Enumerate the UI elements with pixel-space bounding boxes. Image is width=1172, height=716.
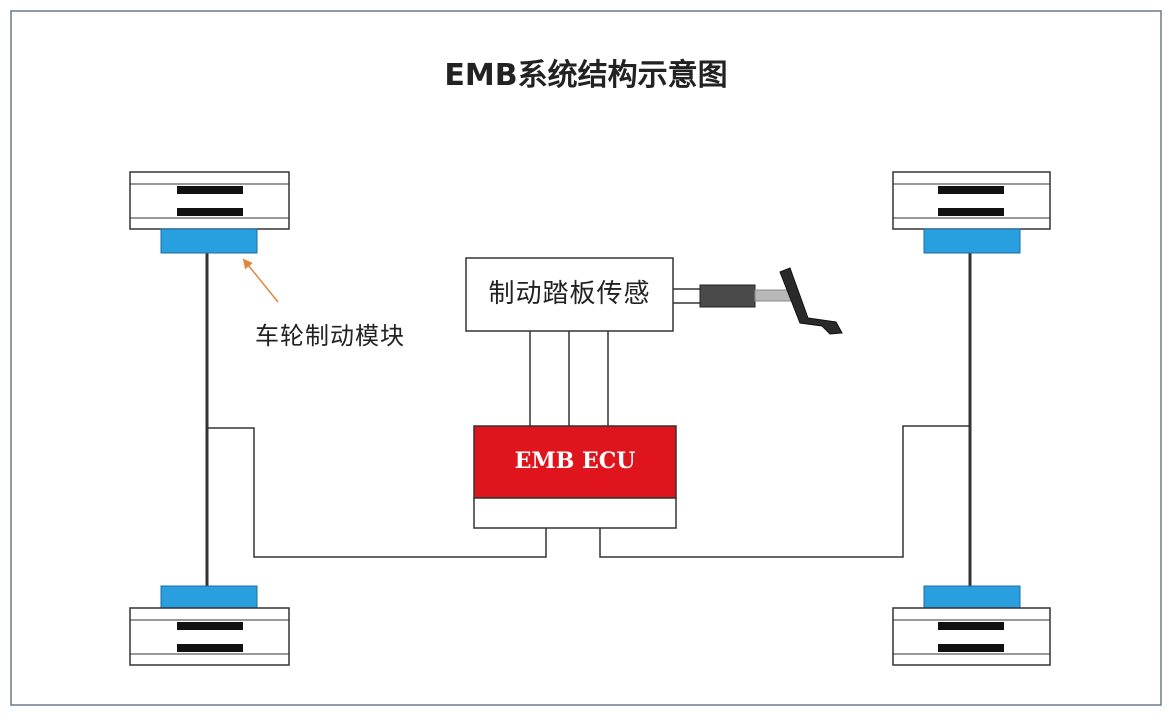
brake-module-front-right bbox=[923, 228, 1021, 254]
diagram-frame bbox=[10, 10, 1162, 706]
callout-arrow bbox=[242, 258, 279, 303]
ecu-label: EMB ECU bbox=[514, 448, 636, 474]
brake-module-front-left bbox=[160, 228, 258, 254]
right-signal-line bbox=[599, 425, 970, 558]
wheel-front-right bbox=[892, 171, 1051, 254]
ecu-base-block bbox=[473, 497, 677, 529]
left-signal-line bbox=[207, 427, 547, 558]
wheel-front-left bbox=[129, 171, 290, 254]
wheel-rear-right bbox=[892, 585, 1051, 666]
brake-module-rear-right bbox=[923, 585, 1021, 609]
wheel-icon bbox=[892, 607, 1051, 666]
wheel-icon bbox=[892, 171, 1051, 230]
pedal-sensor-label: 制动踏板传感 bbox=[488, 279, 651, 309]
ecu-unit bbox=[473, 425, 677, 529]
brake-module-rear-left bbox=[160, 585, 258, 609]
wheel-rear-left bbox=[129, 585, 290, 666]
diagram-title: EMB系统结构示意图 bbox=[444, 58, 728, 93]
wheel-icon bbox=[129, 171, 290, 230]
wheel-brake-module-label: 车轮制动模块 bbox=[255, 322, 405, 350]
brake-pedal-icon bbox=[699, 267, 843, 335]
wiring bbox=[205, 253, 972, 586]
pedal-sensor-box bbox=[465, 257, 674, 332]
ecu-red-block bbox=[473, 425, 677, 499]
wheel-icon bbox=[129, 607, 290, 666]
